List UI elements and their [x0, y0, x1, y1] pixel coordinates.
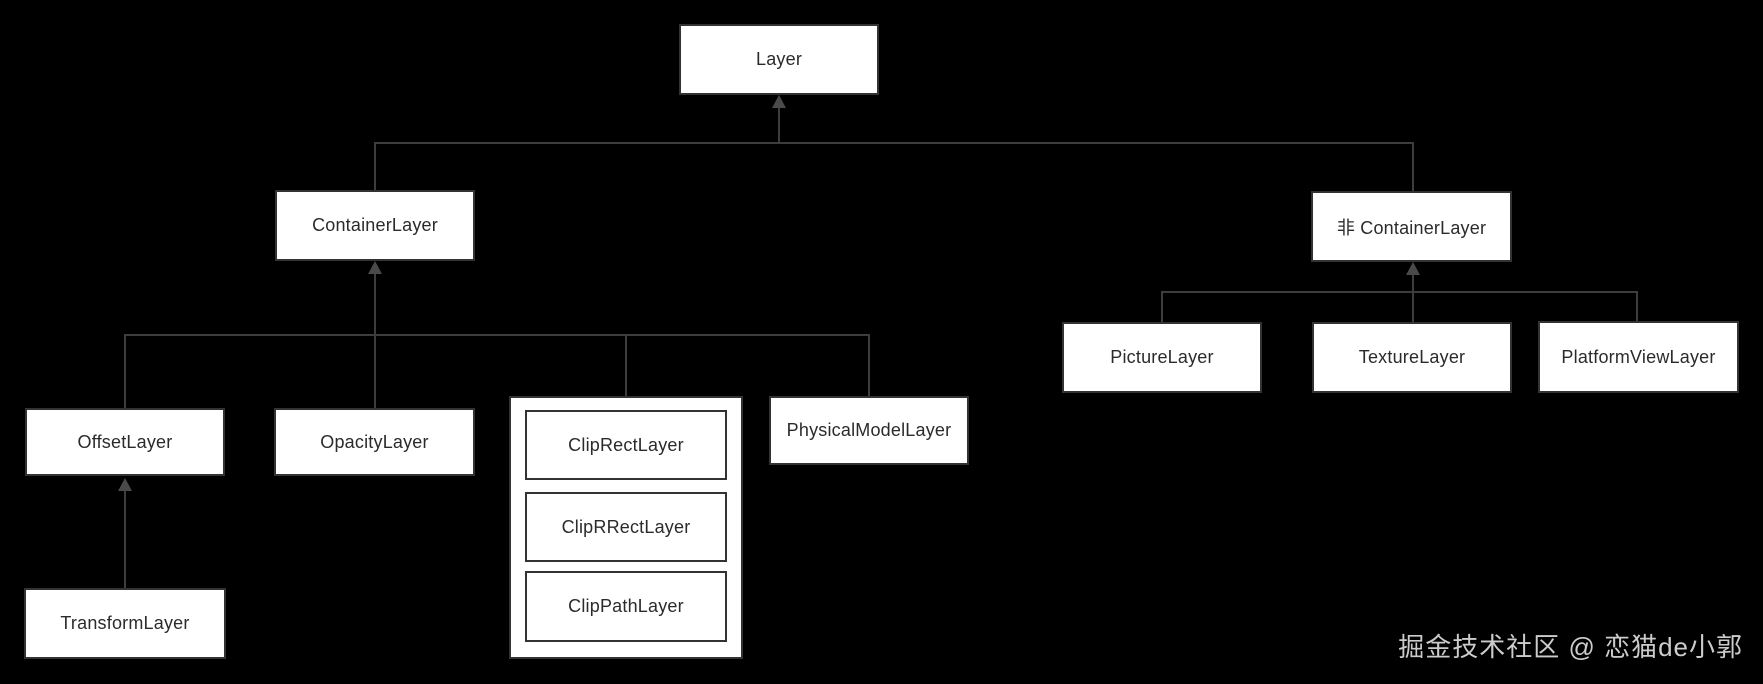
node-opacity-layer: OpacityLayer	[274, 408, 475, 476]
node-clip-path-layer: ClipPathLayer	[525, 571, 727, 642]
edge-picturelayer-drop-line	[1161, 291, 1163, 322]
edge-clipgroup-drop-line	[625, 334, 627, 396]
edge-platformview-drop-line	[1636, 291, 1638, 321]
node-transform-layer: TransformLayer	[24, 588, 226, 659]
clip-layers-group: ClipRectLayer ClipRRectLayer ClipPathLay…	[509, 396, 743, 659]
edge-noncontainer-children-stem-line	[1412, 264, 1414, 322]
node-texture-layer: TextureLayer	[1312, 322, 1512, 393]
edge-container-arrowhead-icon	[368, 261, 382, 274]
edge-container-children-hline	[124, 334, 870, 336]
edge-offset-arrowhead-icon	[118, 478, 132, 491]
edge-containerlayer-drop-line	[374, 142, 376, 190]
node-container-layer: ContainerLayer	[275, 190, 475, 261]
node-clip-rrect-layer: ClipRRectLayer	[525, 492, 727, 562]
node-clip-rect-layer: ClipRectLayer	[525, 410, 727, 480]
edge-noncontainer-children-hline	[1161, 291, 1638, 293]
edge-top-hline	[374, 142, 1414, 144]
node-physical-model-layer: PhysicalModelLayer	[769, 396, 969, 465]
node-offset-layer: OffsetLayer	[25, 408, 225, 476]
watermark-text: 掘金技术社区 @ 恋猫de小郭	[1398, 632, 1743, 662]
edge-transform-offset-line	[124, 480, 126, 588]
edge-noncontainer-arrowhead-icon	[1406, 262, 1420, 275]
edge-layer-arrowhead-icon	[772, 95, 786, 108]
edge-offsetlayer-drop-line	[124, 334, 126, 408]
node-picture-layer: PictureLayer	[1062, 322, 1262, 393]
edge-physicalmodel-drop-line	[868, 334, 870, 396]
node-platform-view-layer: PlatformViewLayer	[1538, 321, 1739, 393]
node-layer: Layer	[679, 24, 879, 95]
edge-layer-stem-line	[778, 97, 780, 143]
node-non-container-layer: 非 ContainerLayer	[1311, 191, 1512, 262]
edge-noncontainerlayer-drop-line	[1412, 142, 1414, 191]
